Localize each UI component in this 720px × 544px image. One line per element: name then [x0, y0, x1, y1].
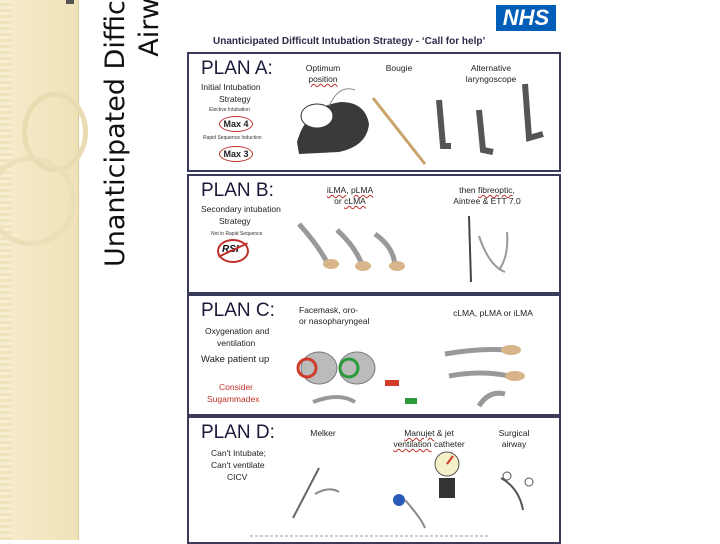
plan-b-sub2: Strategy	[219, 216, 251, 226]
plan-d-sub3: CICV	[227, 472, 248, 482]
no-rsi-icon: RSI	[217, 239, 249, 263]
plan-b-not-rsi: Not in Rapid Sequence	[211, 231, 263, 237]
plan-c-illustrations	[296, 345, 525, 408]
plan-a-max3: Max 3	[219, 146, 253, 162]
plan-d-box: PLAN D: Can't Intubate; Can't ventilate …	[187, 416, 561, 544]
plan-a-box: PLAN A: Initial Intubation Strategy Elec…	[187, 52, 561, 172]
plan-c-col2: cLMA, pLMA or iLMA	[453, 308, 533, 318]
plan-d-col1: Melker	[310, 428, 336, 438]
sidebar-mark	[66, 0, 74, 4]
plan-c-sub5: Sugammadex	[207, 394, 260, 404]
decorative-circle	[0, 156, 76, 246]
plan-c-sub2: ventilation	[217, 338, 256, 348]
plan-c-sub3: Wake patient up	[201, 354, 270, 365]
document-header: Unanticipated Difficult Intubation Strat…	[213, 36, 486, 47]
plan-d-title: PLAN D:	[201, 422, 275, 443]
plan-b-title: PLAN B:	[201, 180, 274, 201]
sidebar-stripe	[0, 0, 12, 540]
plan-b-sub1: Secondary intubation	[201, 204, 281, 214]
plan-c-sub1: Oxygenation and	[205, 326, 270, 336]
plan-d-sub2: Can't ventilate	[211, 460, 265, 470]
slide-title-line1: Unanticipated Difficult	[100, 0, 131, 268]
plan-c-col1: Facemask, oro-or nasopharyngeal	[299, 305, 370, 326]
plan-c-box: PLAN C: Oxygenation and ventilation Wake…	[187, 294, 561, 416]
slide-title-line2: Airway	[134, 0, 165, 57]
plan-d-illustrations	[292, 451, 534, 529]
plan-a-title: PLAN A:	[201, 58, 273, 79]
plan-c-sub4: Consider	[219, 382, 254, 392]
plan-a-col2: Bougie	[385, 63, 413, 73]
plan-b-col2: then fibreoptic,Aintree & ETT 7.0	[453, 185, 521, 206]
sidebar-decoration	[0, 0, 88, 540]
footer-text-fragment	[250, 535, 490, 537]
plan-c-title: PLAN C:	[201, 300, 275, 321]
plan-d-sub1: Can't Intubate;	[211, 448, 267, 458]
plan-a-rsi-label: Rapid Sequence Induction	[203, 135, 262, 141]
plan-b-box: PLAN B: Secondary intubation Strategy No…	[187, 174, 561, 294]
plan-a-max4: Max 4	[219, 116, 253, 132]
nhs-logo: NHS	[496, 5, 556, 31]
slide-title: Unanticipated Difficult Airway	[78, 0, 188, 505]
plan-a-sub1: Initial Intubation	[201, 82, 261, 92]
plan-a-sub2: Strategy	[219, 94, 251, 104]
plan-a-elective: Elective Intubation	[209, 107, 250, 113]
plan-a-illustrations	[297, 83, 544, 165]
plan-b-illustrations	[297, 215, 509, 283]
